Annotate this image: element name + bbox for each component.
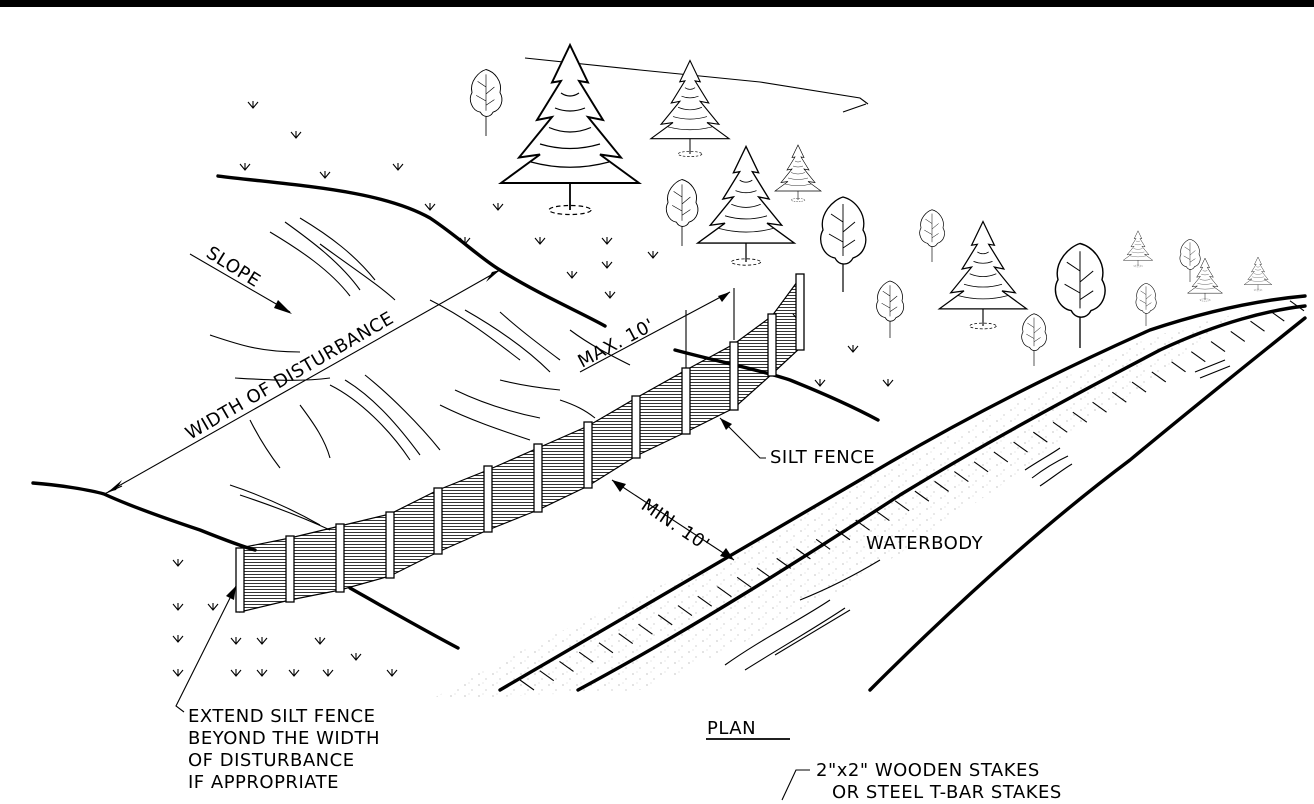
extend-note-line4: IF APPROPRIATE (188, 772, 339, 793)
bank-hatching (519, 300, 1305, 691)
extend-note-line2: BEYOND THE WIDTH (188, 728, 380, 749)
top-border (0, 0, 1314, 7)
silt-fence-leader (719, 417, 766, 459)
disturbance-top-boundary (216, 174, 607, 328)
near-bank-line (498, 294, 1307, 692)
width-of-disturbance-dimension (103, 269, 501, 495)
fence-stake (729, 341, 739, 411)
extend-note-line3: OF DISTURBANCE (188, 750, 355, 771)
fence-stake (285, 535, 295, 603)
fence-stake (583, 421, 593, 489)
waterbody-label: WATERBODY (866, 533, 984, 554)
fence-stake (385, 511, 395, 579)
fence-stake (767, 313, 777, 377)
fence-stake (681, 367, 691, 435)
stakes-note-line2: OR STEEL T-BAR STAKES (832, 782, 1062, 803)
disturbance-left-boundary (31, 481, 257, 552)
near-bank-inner-line (576, 304, 1307, 692)
fence-stake (795, 273, 805, 351)
stakes-note-line1: 2"x2" WOODEN STAKES (816, 760, 1040, 781)
fence-stake (335, 523, 345, 593)
extend-note-line1: EXTEND SILT FENCE (188, 706, 375, 727)
water-ripples (724, 359, 1231, 671)
plan-title: PLAN (707, 718, 756, 739)
far-bank-line (868, 316, 1307, 692)
min-setback-label: MIN. 10' (637, 495, 713, 556)
width-of-disturbance-label: WIDTH OF DISTURBANCE (182, 308, 398, 445)
fence-stake (533, 443, 543, 513)
fence-stake (483, 465, 493, 533)
stakes-leader (781, 769, 810, 801)
fence-stakes (235, 273, 805, 613)
hill-ridge-line (524, 57, 869, 105)
fence-stake (235, 547, 245, 613)
fence-stake (433, 487, 443, 555)
min-setback-dimension (611, 479, 735, 561)
slope-texture (209, 217, 631, 531)
max-spacing-dimension (579, 288, 735, 373)
fence-stake (631, 395, 641, 459)
disturbance-bottom-boundary (348, 586, 460, 650)
shore-sand-area (430, 310, 1250, 700)
silt-fence-label: SILT FENCE (770, 447, 875, 468)
max-spacing-label: MAX. 10' (574, 315, 658, 373)
hill-ridge-tail (842, 103, 867, 113)
slope-arrow (189, 253, 292, 314)
extend-fence-leader (175, 585, 237, 713)
